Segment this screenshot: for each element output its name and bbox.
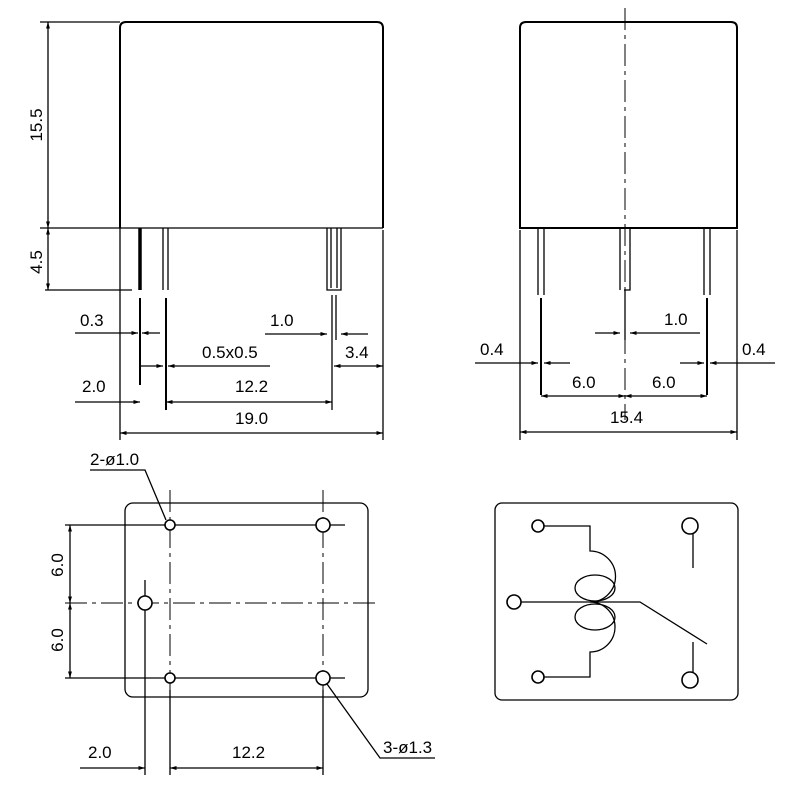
dim-pin-left: 0.4 [480, 340, 504, 359]
hole-small [164, 672, 176, 684]
relay-schematic [494, 502, 739, 701]
dim-pin-right: 0.4 [742, 340, 766, 359]
dim-pin-spacing-bottom: 12.2 [232, 743, 265, 762]
dim-pin-spacing: 12.2 [235, 377, 268, 396]
dim-pin-width: 1.0 [270, 311, 294, 330]
label-large-holes: 3-ø1.3 [383, 738, 432, 757]
dim-pin-thickness: 0.3 [80, 311, 104, 330]
hole-small [164, 519, 176, 531]
hole-large [137, 595, 153, 611]
terminal-coil-1 [531, 519, 545, 533]
terminal-coil-2 [531, 670, 545, 684]
front-view: 15.5 4.5 0.3 0.5x0.5 1.0 3.4 2.0 12.2 19… [27, 21, 384, 440]
hole-large [315, 670, 331, 686]
pins-front [138, 228, 342, 410]
relay-body-front [119, 21, 384, 228]
dim-row-spacing-bottom: 6.0 [48, 628, 67, 652]
terminal-no [681, 671, 699, 689]
hole-large [315, 517, 331, 533]
bottom-view: 6.0 6.0 2-ø1.0 3-ø1.3 2.0 12.2 [48, 450, 435, 775]
dim-right-offset: 3.4 [345, 343, 369, 362]
relay-body-side [519, 21, 738, 229]
side-view: 0.4 1.0 0.4 6.0 6.0 15.4 [475, 8, 775, 440]
dim-left-offset: 2.0 [82, 377, 106, 396]
dim-pin-length: 4.5 [27, 250, 46, 274]
terminal-common [506, 594, 522, 610]
dim-width: 15.4 [610, 408, 643, 427]
dim-spacing-right: 6.0 [652, 373, 676, 392]
dim-left-offset-bottom: 2.0 [88, 743, 112, 762]
dim-spacing-left: 6.0 [572, 373, 596, 392]
pins-side [537, 228, 711, 395]
label-small-holes: 2-ø1.0 [90, 450, 139, 469]
dim-pin-center: 1.0 [664, 310, 688, 329]
dim-body-height: 15.5 [27, 108, 46, 141]
terminal-nc [681, 517, 699, 535]
dim-length: 19.0 [235, 409, 268, 428]
dim-pin-section: 0.5x0.5 [202, 343, 258, 362]
dim-row-spacing-top: 6.0 [48, 553, 67, 577]
